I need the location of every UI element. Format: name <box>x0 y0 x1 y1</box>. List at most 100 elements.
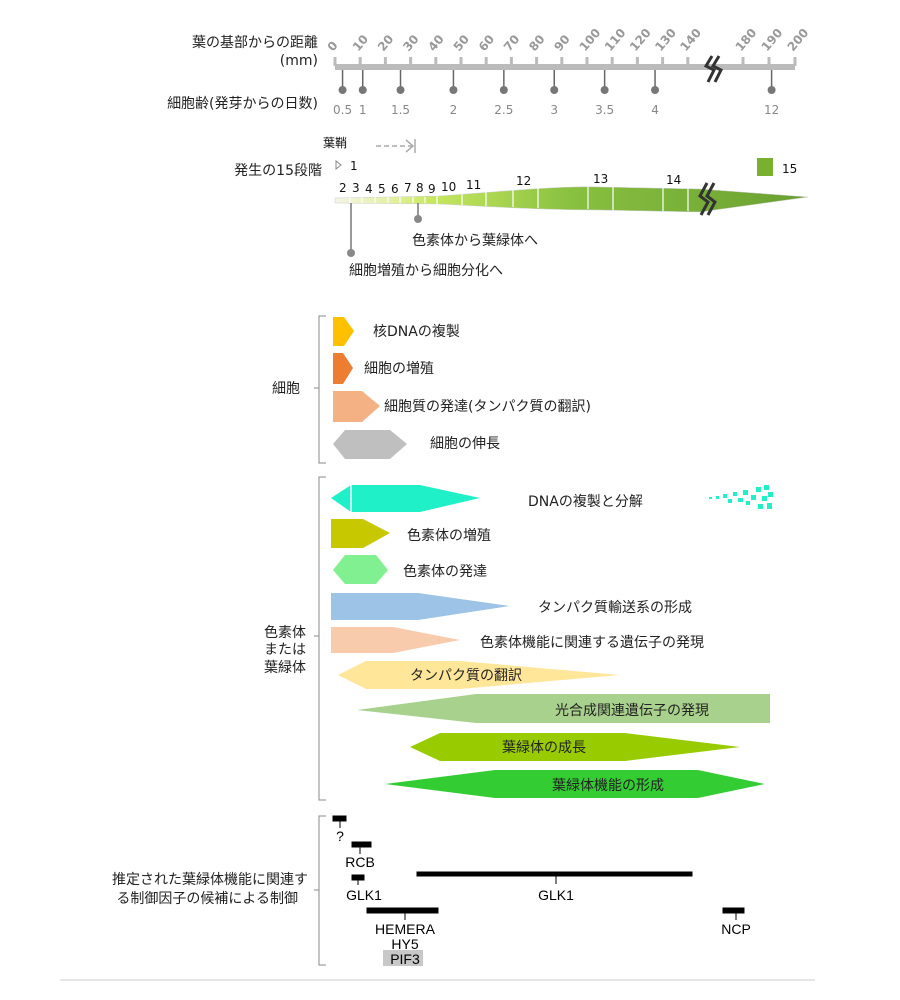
process-label: 色素体の増殖 <box>407 527 491 544</box>
stage1-marker-icon <box>335 159 342 171</box>
plastid-bracket <box>314 476 326 801</box>
process-bar-dna <box>331 485 480 512</box>
day-label: 1 <box>359 103 367 117</box>
regulator-label: HEMERA <box>375 921 436 937</box>
day-label: 4 <box>651 103 659 117</box>
distance-unit: (mm) <box>280 53 318 69</box>
day-pin-dot <box>396 86 405 94</box>
process-label: DNAの複製と分解 <box>528 493 643 510</box>
sheath-label: 葉鞘 <box>323 136 347 150</box>
regulator-label: GLK1 <box>538 887 574 903</box>
regulator-label: RCB <box>345 854 375 870</box>
cell-group-label: 細胞 <box>272 381 300 397</box>
process-label: 色素体機能に関連する遺伝子の発現 <box>480 634 704 651</box>
ruler-tick-label: 0 <box>325 39 341 54</box>
stage-number: 1 <box>350 159 358 173</box>
regulator-label: ? <box>336 828 344 844</box>
stage-number: 6 <box>391 182 399 196</box>
stage-number: 3 <box>352 181 360 195</box>
dna-fade-pattern <box>709 485 773 509</box>
process-bar-nuclear-dna <box>333 317 354 346</box>
process-label: 細胞の伸長 <box>430 436 500 452</box>
process-bar-plastid-development <box>333 555 388 584</box>
leaf-break-icon <box>698 182 717 216</box>
stage15-swatch <box>757 158 773 176</box>
process-label: 細胞質の発達(タンパク質の翻訳) <box>384 399 591 415</box>
pif3-highlight <box>383 950 423 966</box>
plastid-group-label: 葉緑体 <box>264 660 306 676</box>
cell-bracket <box>314 315 326 464</box>
ruler-tick-label: 10 <box>350 32 371 54</box>
regulator-bars <box>332 815 745 920</box>
stage-number: 15 <box>782 162 797 176</box>
process-bar-photosynthesis-genes <box>357 694 770 723</box>
ruler-tick-label: 110 <box>602 26 629 54</box>
day-label: 2 <box>450 103 458 117</box>
age-label: 細胞齢(発芽からの日数) <box>167 96 318 112</box>
regulation-label: る制御因子の候補による制御 <box>116 891 298 907</box>
process-label: 色素体の発達 <box>403 563 487 580</box>
ruler-tick-label: 180 <box>733 26 760 54</box>
process-label: 光合成関連遺伝子の発現 <box>555 703 709 719</box>
day-pin-dot <box>550 86 559 94</box>
ruler-tick-label: 100 <box>577 26 604 54</box>
sheath-arrow-icon <box>376 139 416 153</box>
ruler-tick-label: 80 <box>526 32 547 54</box>
stage-number: 5 <box>378 182 386 196</box>
day-label: 3 <box>550 103 558 117</box>
process-bar-elongation <box>333 430 407 459</box>
distance-label: 葉の基部からの距離 <box>192 34 318 51</box>
ruler-tick-label: 140 <box>677 26 704 54</box>
transition-cell-label: 細胞増殖から細胞分化へ <box>349 262 503 279</box>
day-pin-dot <box>449 86 458 94</box>
stage-numbers: 2 3 4 5 6 7 8 9 10 11 12 13 14 <box>339 172 681 196</box>
regulator-label: PIF3 <box>390 951 420 967</box>
transition-pin-plastid <box>414 203 422 223</box>
day-pin-dot <box>651 86 660 94</box>
stage-number: 11 <box>466 178 481 192</box>
regulator-label: GLK1 <box>346 887 382 903</box>
day-label: 1.5 <box>391 103 410 117</box>
process-bar-chloroplast-function <box>385 770 765 798</box>
plastid-group-label: または <box>264 642 306 658</box>
ruler-bar <box>335 64 795 70</box>
process-label: 細胞の増殖 <box>364 360 434 377</box>
stage-number: 7 <box>404 181 412 195</box>
stage-number: 9 <box>428 182 436 196</box>
stages-title: 発生の15段階 <box>234 163 322 179</box>
day-label: 2.5 <box>494 103 513 117</box>
process-bar-cell-proliferation <box>333 353 353 384</box>
stage-number: 12 <box>516 174 531 188</box>
process-bar-transport <box>331 593 510 620</box>
ruler-tick-label: 40 <box>425 32 446 54</box>
stage-dividers <box>349 187 689 211</box>
stage-number: 8 <box>416 181 424 195</box>
day-label: 0.5 <box>333 103 352 117</box>
process-bar-cytoplasm <box>333 391 380 422</box>
stage-number: 2 <box>339 181 347 195</box>
transition-pin-cell <box>347 203 355 257</box>
process-bar-gene-expression <box>331 627 460 653</box>
stage-number: 13 <box>593 172 608 186</box>
process-label: 葉緑体機能の形成 <box>552 778 664 794</box>
process-label: 葉緑体の成長 <box>502 740 586 756</box>
break-icon <box>703 55 724 83</box>
process-label: タンパク質輸送系の形成 <box>538 600 692 616</box>
plastid-group-label: 色素体 <box>264 624 306 641</box>
regulator-label: NCP <box>721 921 751 937</box>
day-pin-dot <box>358 86 367 94</box>
regulator-label: HY5 <box>391 936 418 952</box>
day-label: 3.5 <box>595 103 614 117</box>
process-label: 核DNAの複製 <box>373 323 460 340</box>
ruler-tick-label: 90 <box>551 32 572 54</box>
regulation-bracket <box>314 815 326 966</box>
ruler-tick-label: 20 <box>375 32 396 54</box>
day-label: 12 <box>764 103 779 117</box>
leaf-shape <box>334 186 809 213</box>
regulation-label: 推定された葉緑体機能に関連す <box>112 872 308 888</box>
ruler-tick-label: 120 <box>627 26 654 54</box>
day-pin-dot <box>338 86 347 94</box>
process-bar-plastid-proliferation <box>331 519 390 548</box>
